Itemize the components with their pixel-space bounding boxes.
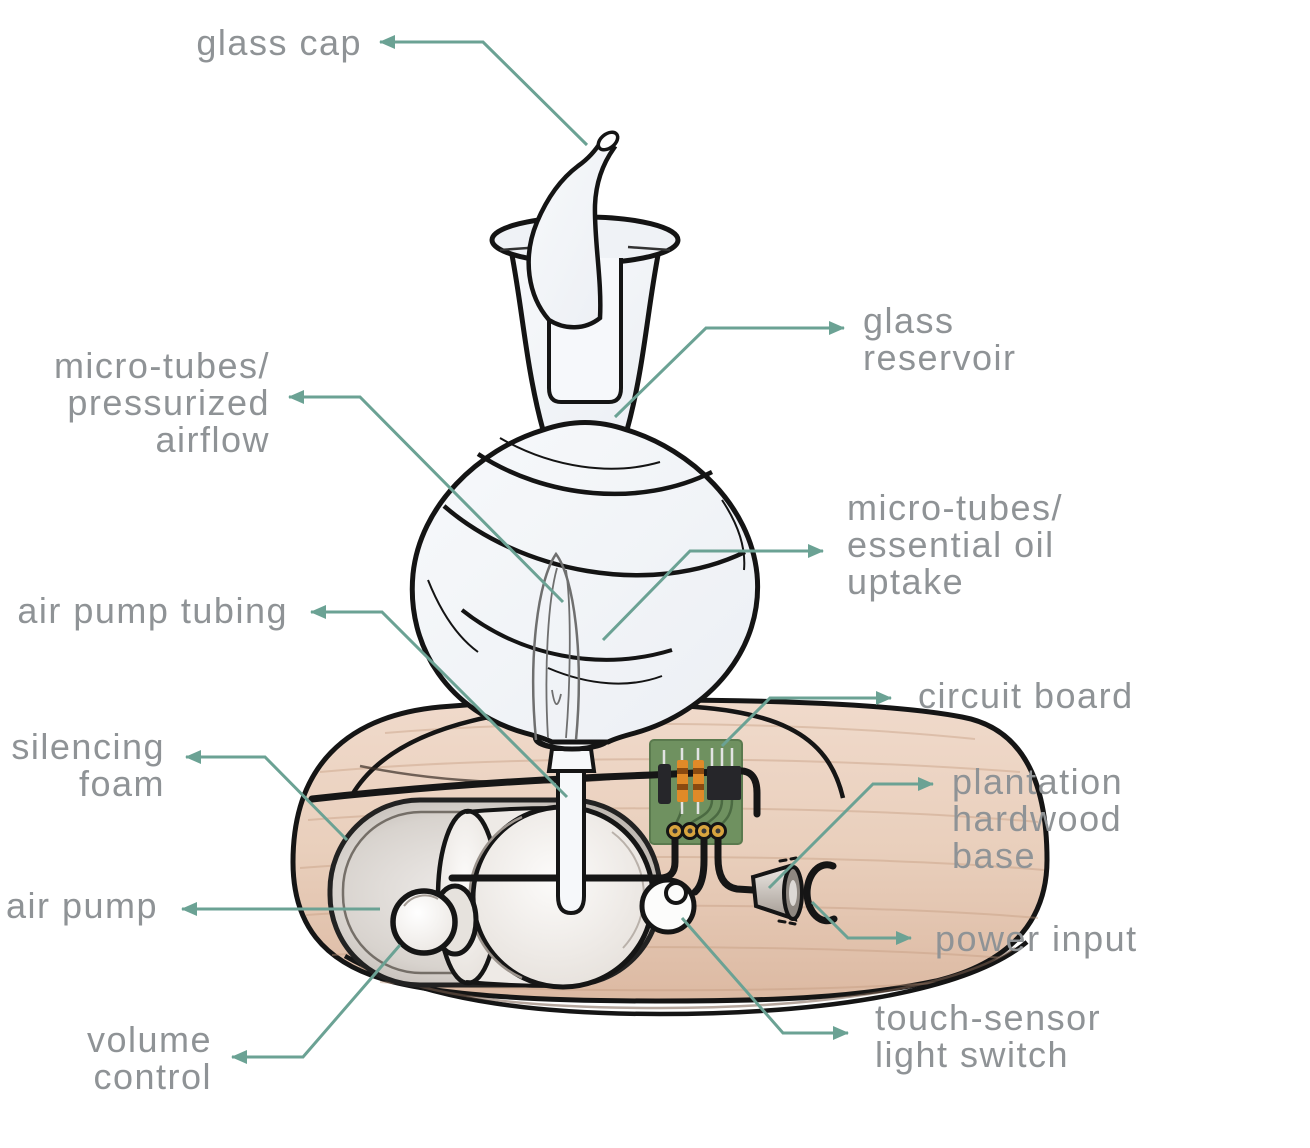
leader-air-pump-tubing xyxy=(310,605,569,799)
base-foot-edge xyxy=(343,940,1029,1017)
power-port-opening xyxy=(803,861,838,925)
label-silencing-foam: silencing foam xyxy=(11,726,165,804)
label-micro-tubes-pressurized: micro-tubes/ pressurized airflow xyxy=(53,345,270,460)
resistor xyxy=(693,760,704,802)
label-air-pump: air pump xyxy=(5,885,158,926)
leader-volume-control xyxy=(231,944,402,1064)
air-pump-tubing xyxy=(546,747,597,916)
volume-control-knob xyxy=(390,883,479,957)
leader-power-input xyxy=(810,900,912,945)
label-circuit-board: circuit board xyxy=(918,675,1134,716)
leader-plantation-base xyxy=(767,777,934,890)
power-input-jack xyxy=(750,856,838,926)
leader-touch-sensor xyxy=(680,917,849,1040)
micro-tubes xyxy=(531,551,581,741)
ic-chip xyxy=(707,766,741,800)
wire-across-base xyxy=(308,767,761,818)
glass-cap xyxy=(489,130,681,404)
capacitor xyxy=(658,764,671,804)
solder-pads xyxy=(666,822,727,840)
wires xyxy=(448,832,757,896)
label-glass-cap: glass cap xyxy=(196,22,362,63)
label-micro-tubes-uptake: micro-tubes/ essential oil uptake xyxy=(847,487,1064,602)
label-glass-reservoir: glass reservoir xyxy=(863,300,1017,378)
swirl-lines xyxy=(427,437,746,685)
resistor xyxy=(677,760,688,802)
pcb-components xyxy=(658,760,741,804)
leader-glass-cap xyxy=(379,35,589,147)
leader-silencing-foam xyxy=(185,750,349,842)
label-power-input: power input xyxy=(935,918,1138,959)
leader-lines xyxy=(181,35,934,1064)
dotted-marks xyxy=(777,856,798,926)
label-volume-control: volume control xyxy=(86,1019,212,1097)
component-leads xyxy=(662,748,734,814)
label-plantation-base: plantation hardwood base xyxy=(952,761,1124,876)
leader-circuit-board xyxy=(720,691,892,748)
leader-glass-reservoir xyxy=(613,321,845,419)
label-air-pump-tubing: air pump tubing xyxy=(17,590,288,631)
label-touch-sensor: touch-sensor light switch xyxy=(875,997,1102,1075)
leader-micro-tubes-uptake xyxy=(601,544,824,642)
leader-micro-tubes-pressurized xyxy=(288,390,565,604)
spout-opening xyxy=(596,130,620,152)
